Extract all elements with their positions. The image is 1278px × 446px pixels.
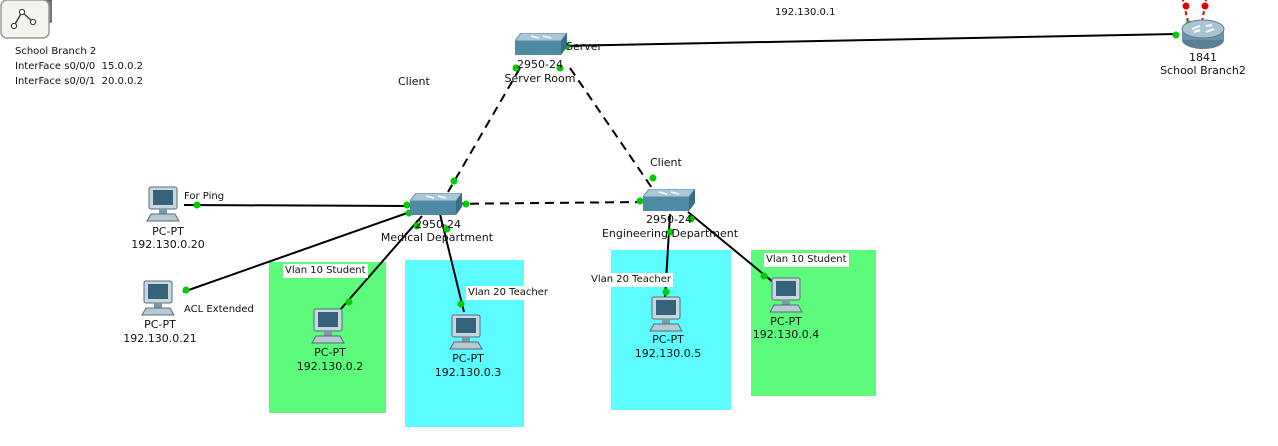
pc-icon[interactable] [140,280,176,316]
label-server: Server [566,40,603,53]
note-line-1: School Branch 2 [15,46,97,57]
zone-label-vlan10-student-a: Vlan 10 Student [283,264,368,278]
zone-label-vlan20-teacher-a: Vlan 20 Teacher [466,286,550,300]
pc-student-a-ip: 192.130.0.2 [296,360,364,373]
zone-label-vlan10-student-b: Vlan 10 Student [764,253,849,267]
note-line-2: InterFace s0/0/0 15.0.0.2 [15,61,144,72]
link-server-router[interactable] [559,33,1178,47]
pc-ping-ip: 192.130.0.20 [131,238,205,251]
link-medical-engineering[interactable] [439,201,646,205]
switch-medical-model: 2950-24 [415,218,461,231]
note-line-3: InterFace s0/0/1 20.0.0.2 [15,76,144,87]
zone-label-vlan20-teacher-b: Vlan 20 Teacher [589,273,673,287]
link-server-medical[interactable] [447,67,521,193]
pc-icon[interactable] [648,296,684,332]
router-port-lights-red [1182,2,1209,10]
pc-acl-type: PC-PT [144,318,176,331]
link-server-engineering[interactable] [569,67,653,189]
switch-engineering-name: Engineering Department [601,227,739,240]
label-for-ping: For Ping [184,191,225,202]
link-pc-student-b[interactable] [687,211,774,283]
router-icon[interactable] [1180,18,1226,50]
link-pc-acl[interactable] [182,211,411,293]
switch-engineering-model: 2950-24 [646,213,692,226]
switch-server-name: Server Room [504,72,576,85]
switch-icon[interactable] [409,192,463,217]
note-icon[interactable] [0,0,81,40]
pc-teacher-b-type: PC-PT [652,333,684,346]
label-client-left: Client [398,75,430,88]
link-router-up-b[interactable] [1201,0,1207,23]
pc-ping-type: PC-PT [152,225,184,238]
router-name: School Branch2 [1160,64,1246,77]
pc-icon[interactable] [145,186,181,222]
link-router-up-a[interactable] [1182,0,1189,23]
pc-icon[interactable] [448,314,484,350]
switch-icon[interactable] [514,32,568,57]
switch-icon[interactable] [642,188,696,213]
zone-vlan10-student-b[interactable] [751,250,876,396]
pc-acl-ip: 192.130.0.21 [123,332,197,345]
pc-icon[interactable] [310,308,346,344]
label-acl-extended: ACL Extended [184,304,254,315]
label-client-right: Client [650,156,682,169]
link-pc-student-a[interactable] [339,215,423,311]
switch-medical-name: Medical Department [380,231,494,244]
link-pc-ping[interactable] [183,204,411,207]
pc-icon[interactable] [768,277,804,313]
pc-student-a-type: PC-PT [314,346,346,359]
pc-teacher-a-type: PC-PT [452,352,484,365]
port-lights [182,20,1206,308]
router-model: 1841 [1189,51,1217,64]
pc-teacher-b-ip: 192.130.0.5 [634,347,702,360]
top-ip-label: 192.130.0.1 [775,7,836,18]
switch-server-model: 2950-24 [517,58,563,71]
pc-teacher-a-ip: 192.130.0.3 [434,366,502,379]
pc-student-b-type: PC-PT [770,315,802,328]
pc-student-b-ip: 192.130.0.4 [752,328,820,341]
